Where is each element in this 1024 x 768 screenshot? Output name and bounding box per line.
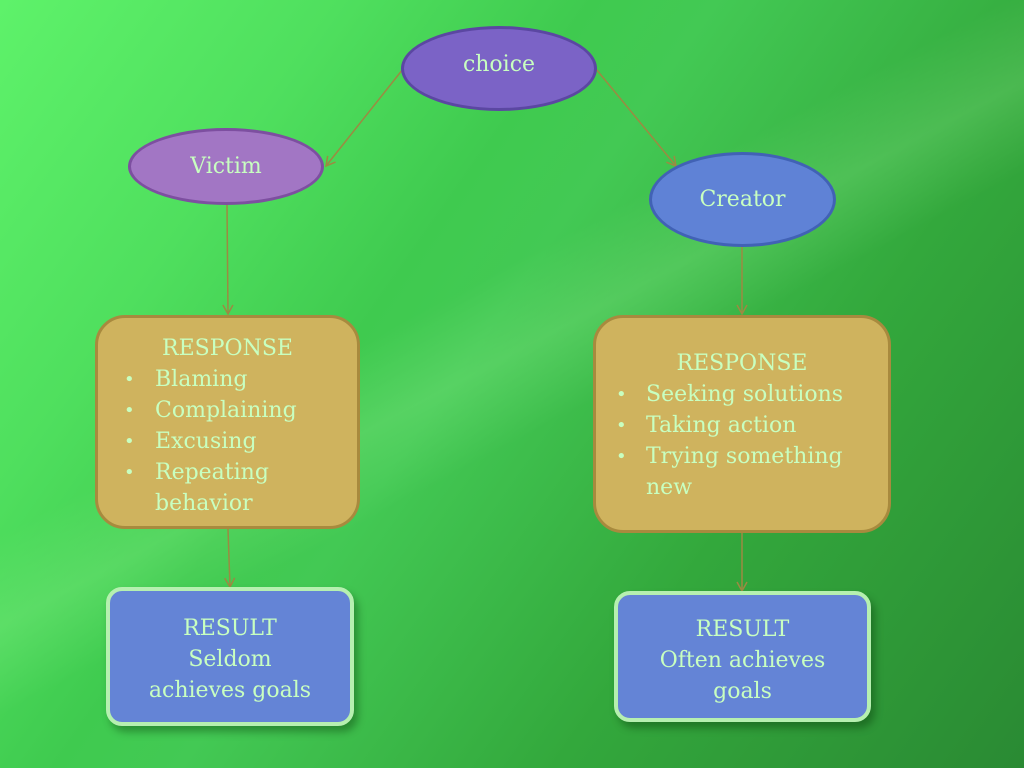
victim-response-list: Blaming Complaining Excusing Repeating b… bbox=[98, 364, 357, 519]
list-item: Seeking solutions bbox=[596, 379, 888, 410]
connector-victim-response bbox=[222, 204, 234, 316]
creator-node: Creator bbox=[649, 152, 836, 247]
creator-response-box: RESPONSE Seeking solutions Taking action… bbox=[593, 315, 891, 533]
creator-response-title: RESPONSE bbox=[676, 351, 808, 376]
list-item: Complaining bbox=[98, 395, 357, 426]
list-item: Blaming bbox=[98, 364, 357, 395]
victim-result-title: RESULT bbox=[183, 616, 277, 641]
creator-response-list: Seeking solutions Taking action Trying s… bbox=[596, 379, 888, 503]
list-item: Taking action bbox=[596, 410, 888, 441]
victim-response-title: RESPONSE bbox=[162, 336, 293, 361]
victim-result-line: Seldom bbox=[188, 647, 272, 672]
victim-result-line: achieves goals bbox=[148, 678, 312, 703]
creator-result-line: Often achieves bbox=[659, 648, 826, 673]
victim-label: Victim bbox=[190, 154, 262, 179]
victim-response-box: RESPONSE Blaming Complaining Excusing Re… bbox=[95, 315, 360, 529]
creator-result-title: RESULT bbox=[695, 617, 790, 642]
choice-label: choice bbox=[462, 52, 536, 77]
connector-choice-creator bbox=[595, 68, 677, 168]
victim-node: Victim bbox=[128, 128, 324, 205]
victim-result-box: RESULT Seldom achieves goals bbox=[106, 587, 354, 726]
list-item: Repeating behavior bbox=[98, 457, 357, 519]
list-item: Excusing bbox=[98, 426, 357, 457]
creator-label: Creator bbox=[699, 187, 786, 212]
connector-choice-victim bbox=[325, 68, 404, 168]
creator-result-line: goals bbox=[713, 679, 772, 704]
creator-result-box: RESULT Often achieves goals bbox=[614, 591, 871, 722]
choice-node: choice bbox=[401, 26, 597, 111]
connector-response-result-left bbox=[224, 528, 236, 589]
list-item: Trying something new bbox=[596, 441, 888, 503]
